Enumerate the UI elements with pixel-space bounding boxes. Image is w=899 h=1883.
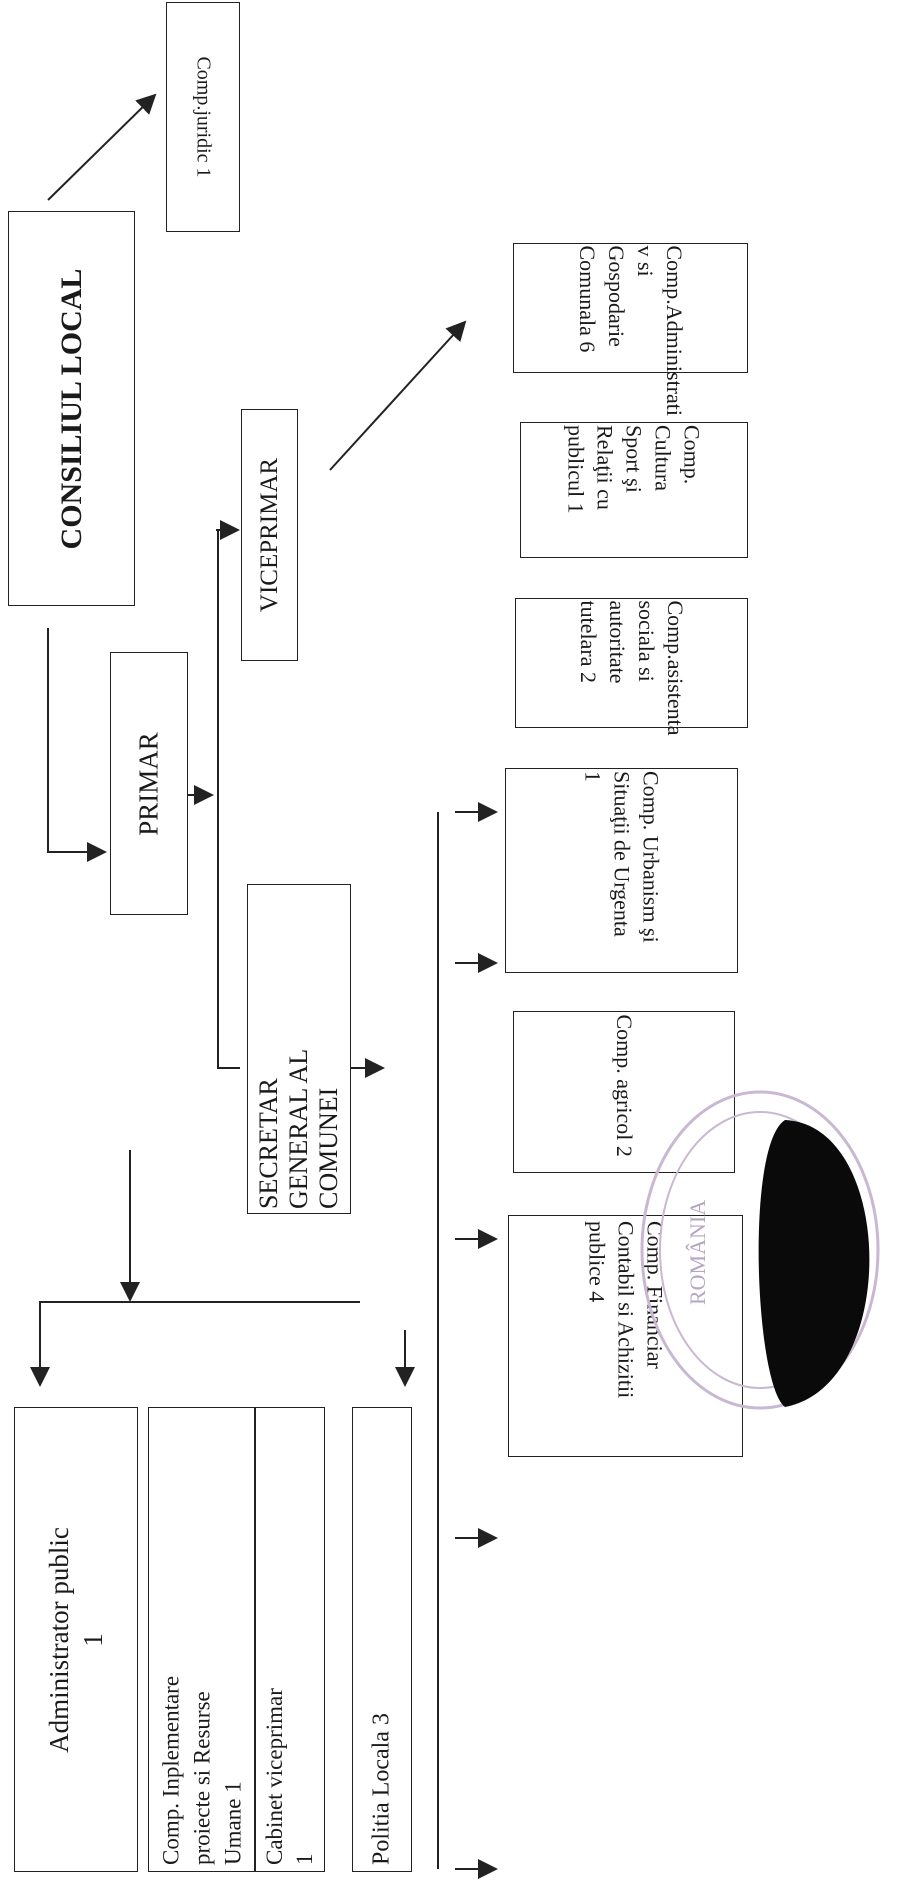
- primar-box: PRIMAR: [110, 652, 188, 915]
- comp-administrativ-label: Comp.Administrati v si Gospodarie Comuna…: [574, 245, 687, 417]
- cabinet-viceprimar-box: Cabinet viceprimar 1: [255, 1407, 325, 1872]
- secretar-general-box: SECRETAR GENERAL AL COMUNEI: [247, 884, 351, 1214]
- comp-implementare-label: Comp. Inplementare proiecte si Resurse U…: [158, 1675, 245, 1865]
- comp-juridic-label: Comp.juridic 1: [192, 56, 215, 178]
- politia-locala-box: Politia Locala 3: [352, 1407, 412, 1872]
- comp-administrativ-box: Comp.Administrati v si Gospodarie Comuna…: [513, 243, 748, 417]
- viceprimar-label: VICEPRIMAR: [255, 457, 283, 613]
- comp-cultura-box: Comp. Cultura Sport şi Relaţii cu public…: [520, 422, 748, 558]
- consiliul-local-box: CONSILIUL LOCAL: [8, 211, 135, 606]
- arrow-to-administrator: [30, 1301, 360, 1387]
- comp-juridic-box: Comp.juridic 1: [166, 2, 240, 232]
- comp-urbanism-label: Comp. Urbanism şi Situaţii de Urgenta 1: [580, 770, 663, 943]
- cabinet-viceprimar-label: Cabinet viceprimar 1: [262, 1687, 317, 1865]
- comp-cultura-label: Comp. Cultura Sport şi Relaţii cu public…: [563, 425, 705, 514]
- administrator-public-box: Administrator public 1: [14, 1407, 138, 1872]
- stamp-text: ROMÂNIA: [685, 1200, 710, 1305]
- comp-agricol-box: Comp. agricol 2: [513, 1011, 735, 1173]
- arrow-consiliu-juridic: [47, 93, 157, 201]
- comp-implementare-box: Comp. Inplementare proiecte si Resurse U…: [148, 1407, 255, 1872]
- consiliul-local-label: CONSILIUL LOCAL: [54, 268, 88, 549]
- arrow-consiliu-primar: [47, 628, 107, 862]
- administrator-public-label: Administrator public 1: [44, 1526, 108, 1753]
- comp-agricol-label: Comp. agricol 2: [612, 1014, 637, 1157]
- primar-label: PRIMAR: [133, 731, 164, 836]
- comp-urbanism-box: Comp. Urbanism şi Situaţii de Urgenta 1: [505, 768, 738, 973]
- comp-financiar-box: Comp. Financiar Contabil si Achizitii pu…: [508, 1215, 743, 1457]
- comp-asistenta-box: Comp.asistenta sociala si autoritate tut…: [515, 598, 748, 736]
- politia-locala-label: Politia Locala 3: [368, 1712, 395, 1865]
- arrow-viceprimar-administrativ: [329, 320, 467, 471]
- viceprimar-box: VICEPRIMAR: [241, 409, 298, 661]
- comp-asistenta-label: Comp.asistenta sociala si autoritate tut…: [575, 600, 688, 736]
- line-primar-secretar: [217, 530, 240, 1069]
- official-stamp: ROMÂNIA: [635, 1085, 885, 1415]
- secretar-general-label: SECRETAR GENERAL AL COMUNEI: [254, 1048, 343, 1209]
